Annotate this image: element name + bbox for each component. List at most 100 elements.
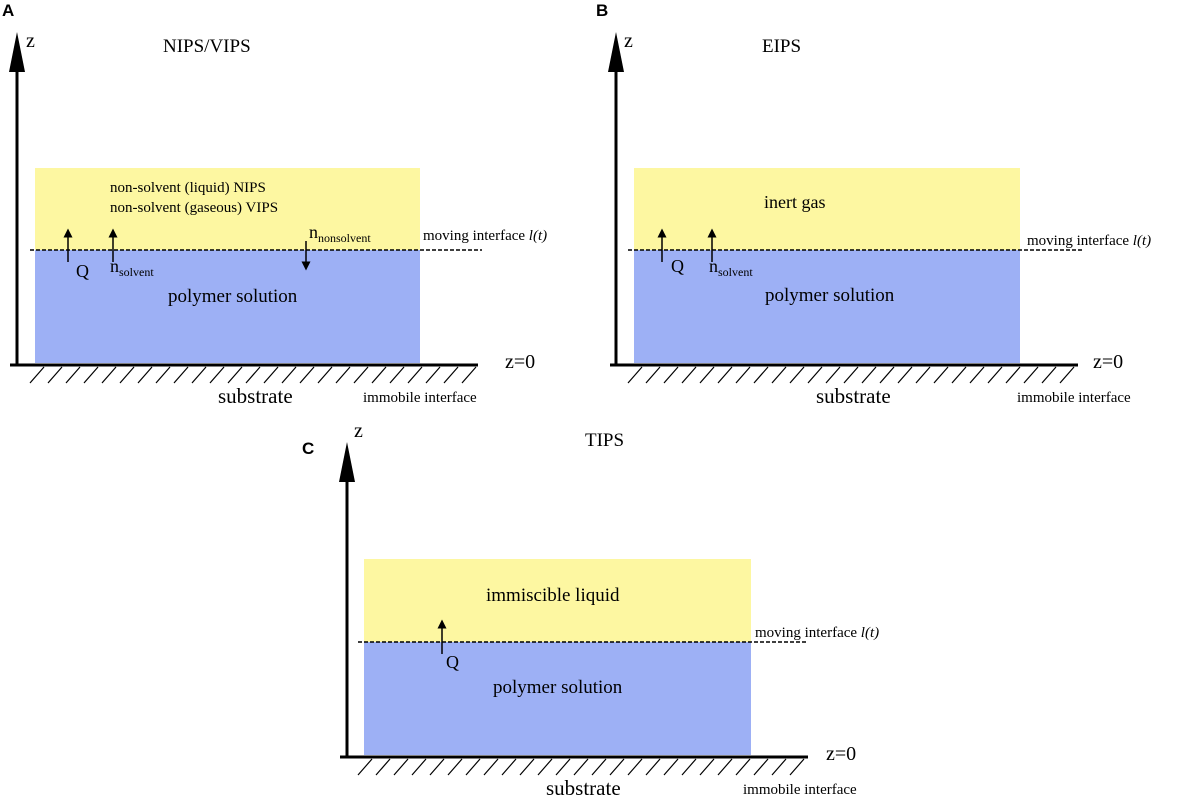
panel-c: C TIPS z z=0 substrate immobile interfac…	[302, 420, 879, 800]
hatch-stroke	[411, 758, 427, 776]
inert-gas-layer	[634, 168, 1020, 250]
hatch-stroke	[407, 366, 423, 384]
hatch-stroke	[519, 758, 535, 776]
hatch-stroke	[501, 758, 517, 776]
top-layer-line2: non-solvent (gaseous) VIPS	[110, 200, 278, 216]
hatch-stroke	[155, 366, 171, 384]
hatch-stroke	[83, 366, 99, 384]
panel-letter-b: B	[596, 1, 608, 20]
hatch-stroke	[681, 758, 697, 776]
hatch-stroke	[717, 366, 733, 384]
hatch-stroke	[735, 758, 751, 776]
z-axis-arrowhead	[608, 32, 624, 72]
hatch-stroke	[1023, 366, 1039, 384]
hatch-stroke	[465, 758, 481, 776]
hatch-stroke	[627, 758, 643, 776]
hatch-stroke	[371, 366, 387, 384]
hatch-stroke	[357, 758, 373, 776]
immobile-interface-label: immobile interface	[743, 782, 857, 798]
hatch-stroke	[789, 366, 805, 384]
hatch-stroke	[375, 758, 391, 776]
nonsolvent-flux-label: nnonsolvent	[309, 222, 371, 245]
immiscible-liquid-layer	[364, 559, 751, 642]
hatch-stroke	[735, 366, 751, 384]
immobile-interface-label: immobile interface	[1017, 390, 1131, 406]
moving-interface-label: moving interface l(t)	[1027, 233, 1151, 249]
non-solvent-layer	[35, 168, 420, 250]
immobile-interface-label: immobile interface	[363, 390, 477, 406]
heat-flux-label: Q	[76, 261, 89, 281]
hatch-stroke	[389, 366, 405, 384]
substrate-hatching	[627, 366, 1075, 384]
polymer-solution-label: polymer solution	[765, 285, 895, 306]
hatch-stroke	[807, 366, 823, 384]
hatch-stroke	[263, 366, 279, 384]
hatch-stroke	[461, 366, 477, 384]
z-axis-label: z	[624, 30, 633, 52]
polymer-solution-label: polymer solution	[493, 677, 623, 698]
hatch-stroke	[699, 366, 715, 384]
hatch-stroke	[825, 366, 841, 384]
hatch-stroke	[119, 366, 135, 384]
hatch-stroke	[227, 366, 243, 384]
hatch-stroke	[663, 758, 679, 776]
solvent-flux-label: nsolvent	[110, 256, 154, 279]
substrate-label: substrate	[218, 384, 293, 408]
hatch-stroke	[717, 758, 733, 776]
panel-c-title: TIPS	[585, 430, 624, 451]
z-axis-label: z	[354, 420, 363, 442]
polymer-solution-layer	[35, 250, 420, 363]
hatch-stroke	[951, 366, 967, 384]
moving-interface-label: moving interface l(t)	[423, 228, 547, 244]
hatch-stroke	[353, 366, 369, 384]
hatch-stroke	[555, 758, 571, 776]
polymer-solution-label: polymer solution	[168, 286, 298, 307]
panel-letter-c: C	[302, 439, 314, 458]
hatch-stroke	[317, 366, 333, 384]
hatch-stroke	[609, 758, 625, 776]
z-axis-arrowhead	[9, 32, 25, 72]
panel-b-title: EIPS	[762, 36, 801, 57]
hatch-stroke	[987, 366, 1003, 384]
hatch-stroke	[1041, 366, 1057, 384]
hatch-stroke	[425, 366, 441, 384]
hatch-stroke	[879, 366, 895, 384]
hatch-stroke	[483, 758, 499, 776]
heat-flux-label: Q	[446, 652, 459, 672]
hatch-stroke	[447, 758, 463, 776]
hatch-stroke	[753, 758, 769, 776]
hatch-stroke	[47, 366, 63, 384]
polymer-solution-layer	[364, 642, 751, 755]
hatch-stroke	[1005, 366, 1021, 384]
substrate-label: substrate	[816, 384, 891, 408]
panel-a: A NIPS/VIPS z z=0 substrate immobile int…	[2, 1, 547, 408]
hatch-stroke	[771, 758, 787, 776]
hatch-stroke	[29, 366, 45, 384]
hatch-stroke	[969, 366, 985, 384]
hatch-stroke	[645, 366, 661, 384]
solvent-flux-label: nsolvent	[709, 256, 753, 279]
hatch-stroke	[663, 366, 679, 384]
hatch-stroke	[933, 366, 949, 384]
panel-a-title: NIPS/VIPS	[163, 36, 251, 57]
top-layer-line1: non-solvent (liquid) NIPS	[110, 180, 266, 196]
hatch-stroke	[573, 758, 589, 776]
hatch-stroke	[861, 366, 877, 384]
hatch-stroke	[245, 366, 261, 384]
hatch-stroke	[209, 366, 225, 384]
hatch-stroke	[627, 366, 643, 384]
hatch-stroke	[1059, 366, 1075, 384]
hatch-stroke	[429, 758, 445, 776]
hatch-stroke	[591, 758, 607, 776]
hatch-stroke	[299, 366, 315, 384]
hatch-stroke	[191, 366, 207, 384]
hatch-stroke	[771, 366, 787, 384]
panel-letter-a: A	[2, 1, 14, 20]
hatch-stroke	[281, 366, 297, 384]
z-axis-arrowhead	[339, 442, 355, 482]
inert-gas-label: inert gas	[764, 192, 825, 212]
hatch-stroke	[699, 758, 715, 776]
hatch-stroke	[443, 366, 459, 384]
hatch-stroke	[645, 758, 661, 776]
